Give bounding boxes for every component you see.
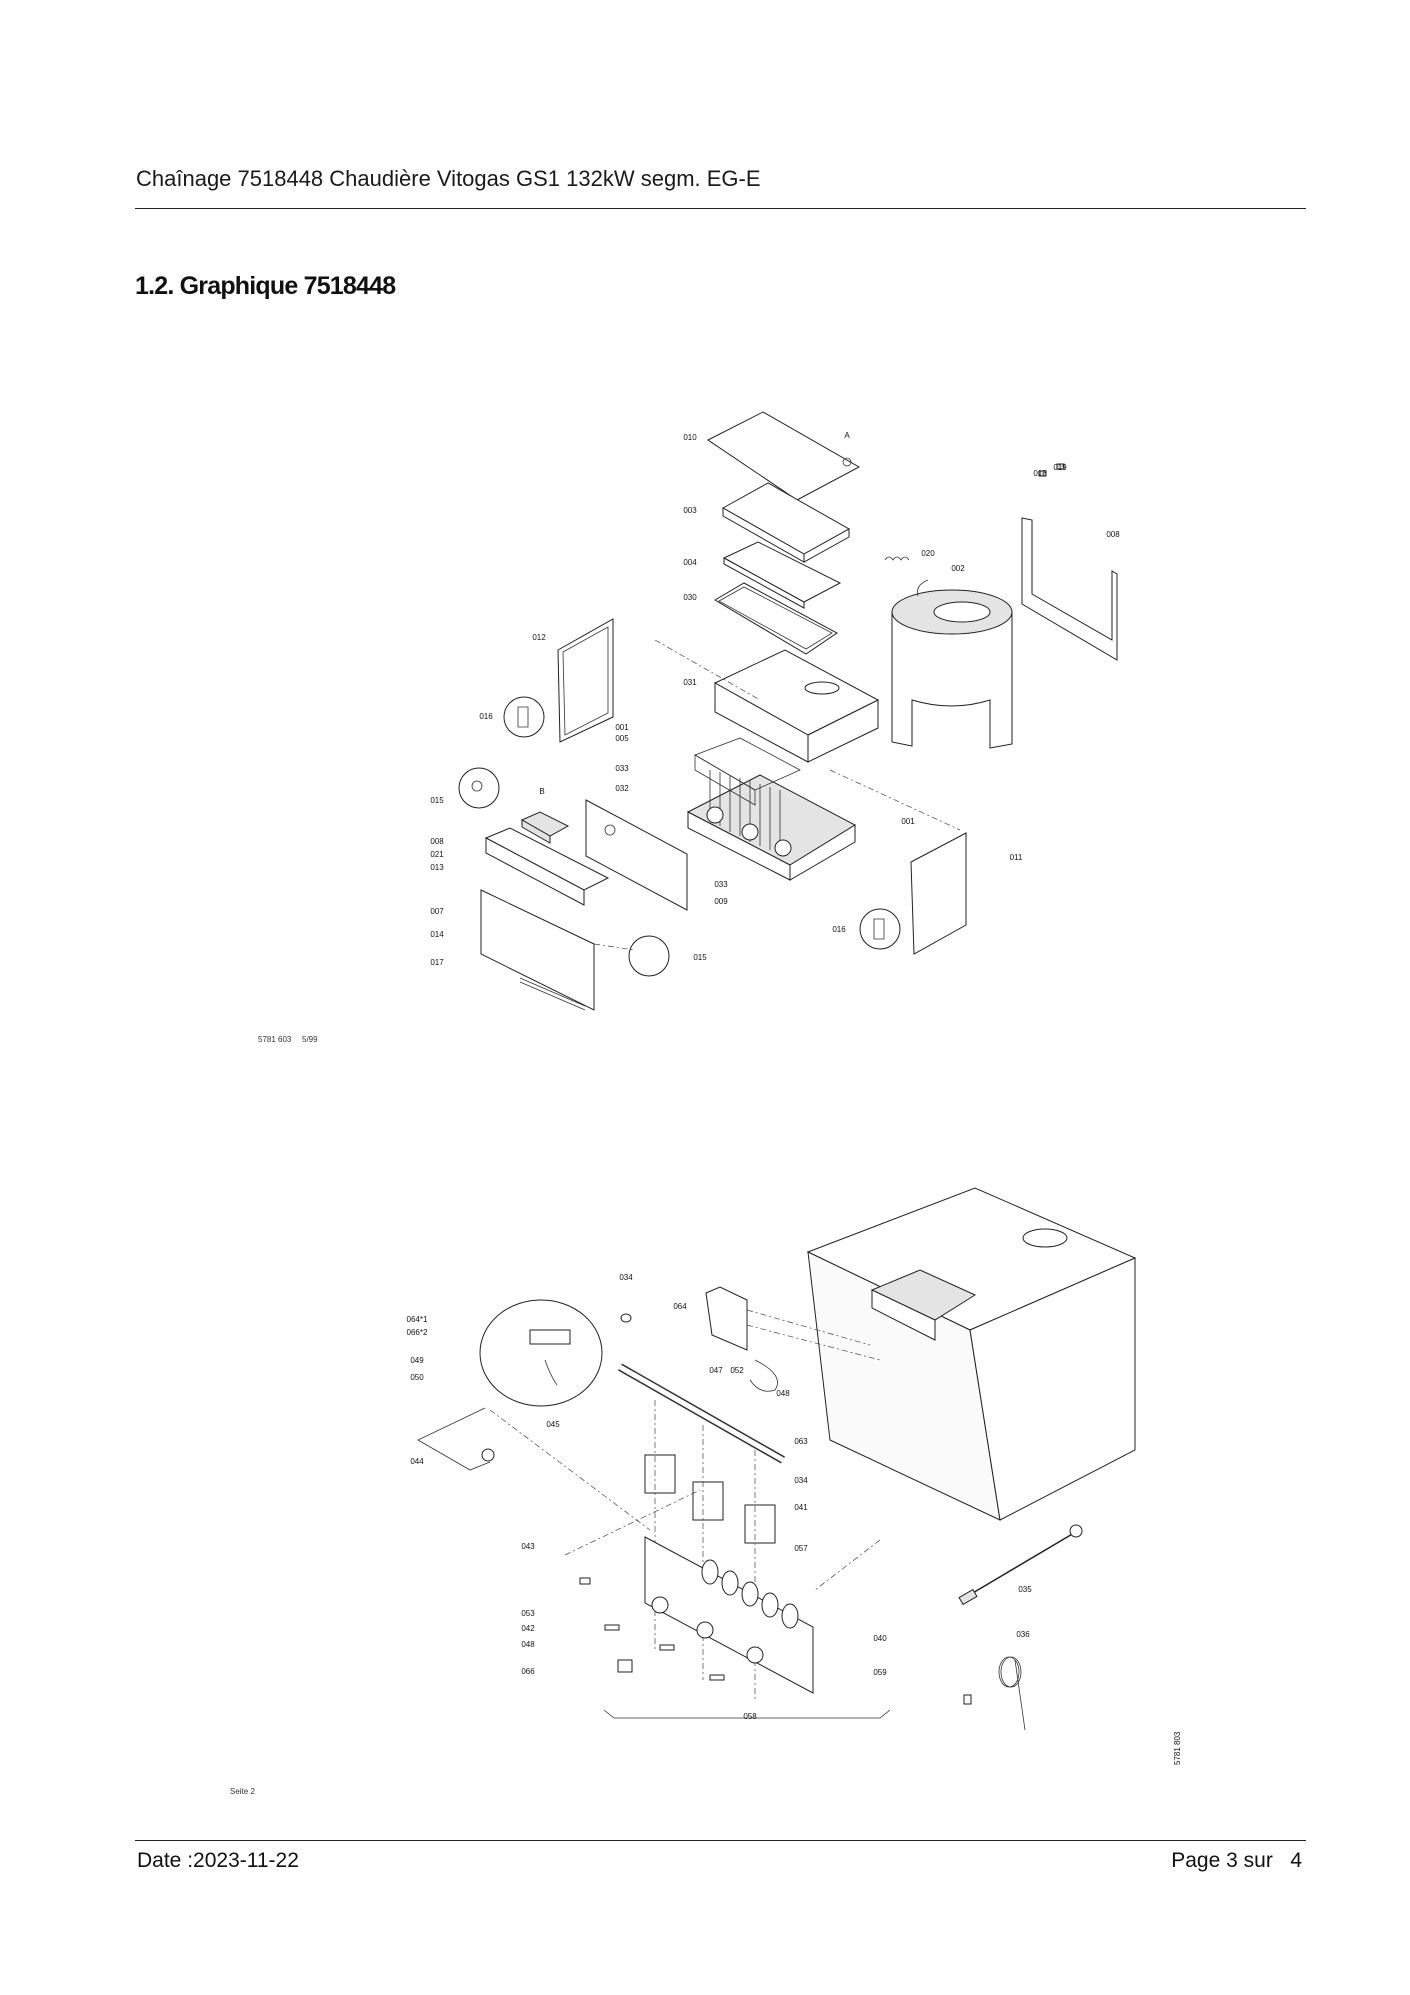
part-callout-label: 033: [615, 764, 629, 773]
part-callout-label: 001: [615, 723, 629, 732]
part-callout-label: 036: [1016, 1630, 1030, 1639]
part-sensor-coil-036: [998, 1656, 1020, 1688]
part-frame-030: [714, 582, 838, 655]
part-callout-label: 016: [479, 712, 493, 721]
part-callout-label: B: [539, 787, 544, 796]
part-callout-label: 034: [619, 1273, 633, 1282]
part-rear-panel-008: [1021, 517, 1118, 661]
detail-015: [458, 767, 500, 809]
top-drawing-date: 5/99: [302, 1035, 318, 1044]
part-callout-label: 011: [1010, 853, 1023, 862]
part-callout-label: 017: [430, 958, 444, 967]
marker-a-circle: [842, 457, 852, 467]
part-callout-label: 010: [683, 433, 697, 442]
part-callout-label: 034: [794, 1476, 808, 1485]
part-gas-valve: [744, 1504, 776, 1544]
part-callout-label: 050: [410, 1373, 424, 1382]
part-side-panel-011: [910, 832, 967, 955]
part-seal-034: [620, 1313, 632, 1323]
bottom-drawing-code: 5781 803: [1173, 1731, 1182, 1765]
part-callout-label: 007: [430, 907, 444, 916]
part-callout-label: 047: [709, 1366, 723, 1375]
detail-015b: [628, 935, 670, 977]
part-018: [1038, 470, 1047, 477]
part-callout-label: 063: [794, 1437, 808, 1446]
part-callout-label: 008: [1106, 530, 1120, 539]
part-callout-label: 015: [430, 796, 444, 805]
part-callout-label: 066: [521, 1667, 535, 1676]
part-gas-valve: [692, 1481, 724, 1521]
part-callout-label: 033: [714, 880, 728, 889]
part-cable-048: [749, 1359, 778, 1392]
part-front-panel-007: [480, 889, 595, 1011]
part-callout-label: 005: [615, 734, 629, 743]
top-drawing-code: 5781 603: [258, 1035, 292, 1044]
part-callout-label: 018: [1033, 469, 1047, 478]
footer-divider: [135, 1840, 1306, 1841]
footer-date: Date :2023-11-22: [137, 1849, 299, 1872]
top-diagram-labels: 010 A 018 019 003 008 020 002 004 030 012 031 016 001…: [430, 431, 1120, 967]
part-callout-label: 040: [873, 1634, 887, 1643]
part-callout-label: 058: [743, 1712, 757, 1721]
part-callout-label: 020: [921, 549, 935, 558]
part-callout-label: A: [844, 431, 850, 440]
part-callout-label: 015: [693, 953, 707, 962]
part-callout-label: 002: [951, 564, 965, 573]
part-callout-label: 059: [873, 1668, 887, 1677]
top-exploded-diagram: [458, 411, 1118, 1011]
part-callout-label: 053: [521, 1609, 535, 1618]
part-callout-label: 064*1: [407, 1315, 428, 1324]
part-callout-label: 016: [832, 925, 846, 934]
part-callout-label: 014: [430, 930, 444, 939]
detail-ignition-electrode-045: [479, 1299, 603, 1407]
part-callout-label: 009: [714, 897, 728, 906]
part-callout-label: 035: [1018, 1585, 1032, 1594]
footer-page-number: Page 3 sur 4: [1171, 1849, 1302, 1872]
part-spring-020: [884, 556, 910, 561]
part-callout-label: 052: [730, 1366, 744, 1375]
detail-bracket-016: [503, 696, 545, 738]
part-gas-valve: [644, 1454, 676, 1494]
bottom-page-note: Seite 2: [230, 1787, 255, 1796]
part-019: [1056, 463, 1065, 470]
part-side-panel-012: [557, 618, 614, 743]
part-callout-label: 066*2: [407, 1328, 428, 1337]
part-callout-label: 042: [521, 1624, 535, 1633]
part-combustion-chamber-002: [891, 611, 1013, 749]
part-callout-label: 064: [673, 1302, 687, 1311]
part-callout-label: 003: [683, 506, 697, 515]
part-callout-label: 021: [430, 850, 444, 859]
part-callout-label: 041: [794, 1503, 808, 1512]
part-callout-label: 030: [683, 593, 697, 602]
bottom-exploded-diagram: [417, 1187, 1137, 1731]
part-callout-label: 019: [1053, 463, 1067, 472]
part-cleaning-brush-035: [960, 1532, 1075, 1601]
part-panel-009: [585, 799, 688, 911]
part-callout-label: 049: [410, 1356, 424, 1365]
part-ignition-box-064: [705, 1286, 748, 1351]
detail-bracket-016b: [859, 908, 901, 950]
part-callout-label: 012: [532, 633, 546, 642]
part-insulation-004: [723, 557, 805, 609]
part-callout-label: 004: [683, 558, 697, 567]
part-callout-label: 013: [430, 863, 444, 872]
part-callout-label: 045: [546, 1420, 560, 1429]
part-callout-label: 044: [410, 1457, 424, 1466]
part-callout-label: 043: [521, 1542, 535, 1551]
part-callout-label: 048: [776, 1389, 790, 1398]
part-cable-044: [417, 1407, 491, 1471]
part-callout-label: 008: [430, 837, 444, 846]
section-heading: 1.2. Graphique 7518448: [135, 272, 396, 300]
part-callout-label: 048: [521, 1640, 535, 1649]
document-header-title: Chaînage 7518448 Chaudière Vitogas GS1 1…: [136, 166, 761, 191]
bottom-diagram-labels: 034 064 064*1 066*2 049 050 047 052 048 045 063 044…: [407, 1273, 1033, 1721]
part-callout-label: 001: [901, 817, 915, 826]
header-divider: [135, 208, 1306, 209]
part-callout-label: 057: [794, 1544, 808, 1553]
part-cover-010: [707, 411, 861, 501]
part-callout-label: 031: [683, 678, 697, 687]
part-callout-label: 032: [615, 784, 629, 793]
bracket-058: [603, 1709, 891, 1719]
